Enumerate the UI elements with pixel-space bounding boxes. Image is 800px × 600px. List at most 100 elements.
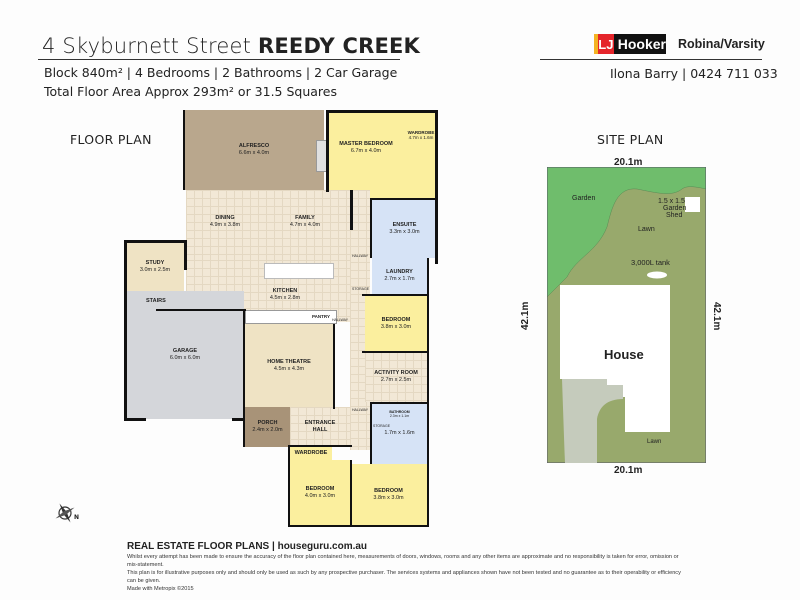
wall [288, 445, 290, 527]
wall [156, 309, 246, 311]
compass-north-label: N [74, 514, 80, 521]
hallway-label-3: HALLWAY [352, 408, 369, 412]
shed-label: Shed [666, 212, 683, 219]
room-name: GARAGE [172, 348, 198, 355]
room-dining-family [186, 190, 350, 260]
kitchen-bench [245, 310, 337, 324]
disclaimer-line-2: This plan is for illustrative purposes o… [127, 570, 681, 585]
stairs-label: STAIRS [146, 298, 166, 304]
wall [183, 110, 185, 190]
room-wardrobe-master: WARDROBE 4.7m x 1.6m [405, 110, 437, 200]
wall [124, 418, 146, 421]
room-dims-2: 1.7m x 1.6m [384, 429, 415, 436]
property-summary: Block 840m² | 4 Bedrooms | 2 Bathrooms |… [44, 65, 398, 80]
room-name: ENSUITE [392, 222, 417, 229]
room-home-theatre: HOME THEATRE 4.5m x 4.3m [245, 324, 333, 407]
address-suburb: REEDY CREEK [257, 34, 421, 58]
site-plan-drawing [546, 166, 707, 464]
compass-icon: N [52, 500, 80, 526]
room-name: STUDY [145, 260, 165, 267]
site-plan-heading: SITE PLAN [597, 132, 664, 147]
lj-hooker-logo: LJ Hooker [594, 34, 666, 54]
room-name: PORCH [257, 420, 278, 427]
hallway-label-1: HALLWAY [352, 254, 369, 258]
wall [362, 294, 429, 296]
room-name: ALFRESCO [238, 143, 270, 150]
room-dims: 4.7m x 4.0m [289, 222, 321, 228]
room-dims: 3.3m x 3.0m [389, 229, 420, 235]
tank-label: 3,000L tank [631, 258, 670, 267]
house-label: House [604, 347, 644, 362]
wall [370, 402, 372, 464]
agency-underline [540, 59, 762, 60]
floor-plan-heading: FLOOR PLAN [70, 132, 152, 147]
room-bedroom-2: BEDROOM 3.8m x 3.0m [365, 296, 427, 351]
room-dims: 3.8m x 3.0m [373, 494, 404, 501]
room-name: ENTRANCE [304, 420, 336, 427]
room-dims: 4.7m x 1.6m [408, 135, 434, 140]
site-right-depth: 42.1m [711, 302, 722, 331]
floor-area: Total Floor Area Approx 293m² or 31.5 Sq… [44, 84, 337, 99]
room-name: BEDROOM [374, 487, 403, 494]
wall [326, 110, 329, 192]
wall [326, 110, 438, 113]
wall [124, 240, 127, 420]
lj-mark: LJ [594, 34, 614, 54]
room-alfresco: ALFRESCO 6.6m x 4.0m [184, 110, 324, 190]
room-laundry: LAUNDRY 2.7m x 1.7m [372, 258, 427, 294]
agent-contact: Ilona Barry | 0424 711 033 [610, 66, 778, 81]
room-family: FAMILY 4.7m x 4.0m [265, 212, 345, 232]
room-name: ACTIVITY ROOM [374, 370, 418, 377]
title-underline [38, 59, 400, 60]
page-title: 4 Skyburnett Street REEDY CREEK [42, 34, 420, 58]
footer-heading: REAL ESTATE FLOOR PLANS | houseguru.com.… [127, 541, 368, 552]
wall [124, 240, 186, 243]
shed-garden-label: Garden [663, 205, 687, 212]
wall [427, 258, 429, 525]
room-name: BEDROOM [305, 485, 335, 492]
room-dims: 3.8m x 3.0m [380, 323, 412, 330]
wall [232, 418, 245, 421]
room-dims: 4.0m x 3.0m [304, 492, 336, 499]
wall [435, 110, 438, 264]
address-street: 4 Skyburnett Street [42, 34, 252, 58]
room-dims: 6.0m x 6.0m [169, 355, 201, 361]
room-dims: 6.7m x 4.0m [350, 147, 382, 154]
room-dims: 2.7m x 2.5m [380, 377, 412, 383]
site-plan: Garden 1.5 x 1.5 Garden Shed Lawn 3,000L… [546, 166, 707, 464]
site-bottom-width: 20.1m [614, 465, 643, 476]
room-name: DINING [215, 215, 235, 222]
room-ensuite: ENSUITE 3.3m x 3.0m [372, 200, 437, 258]
room-name: BEDROOM [381, 316, 411, 323]
shed-size-label: 1.5 x 1.5 [658, 198, 685, 205]
room-kitchen: KITCHEN 4.5m x 2.8m [255, 287, 315, 303]
room-name: FAMILY [295, 215, 315, 222]
lawn-bottom-label: Lawn [647, 439, 662, 445]
room-name: HOME THEATRE [267, 358, 311, 365]
wall [288, 525, 429, 527]
footer-disclaimer: Whilst every attempt has been made to en… [127, 553, 687, 594]
site-left-depth: 42.1m [520, 301, 531, 330]
room-dims: 2.3m x 1.1m [389, 413, 410, 418]
room-study: STUDY 3.0m x 2.5m [126, 243, 184, 291]
room-dining: DINING 4.9m x 3.8m [190, 212, 260, 232]
agency-office: Robina/Varsity [678, 37, 765, 51]
room-name: WARDROBE [294, 450, 328, 457]
room-dims: 2.7m x 1.7m [384, 276, 415, 282]
wall [350, 460, 352, 527]
wall [184, 240, 187, 270]
site-top-width: 20.1m [614, 157, 643, 168]
wall [350, 190, 353, 230]
disclaimer-line-1: Whilst every attempt has been made to en… [127, 554, 679, 569]
pantry-label: PANTRY [312, 314, 330, 319]
room-dims: 4.9m x 3.8m [209, 222, 241, 228]
wall [243, 309, 245, 447]
room-bathroom: BATHROOM 2.3m x 1.1m 1.7m x 1.6m [372, 404, 427, 464]
lawn-top-label: Lawn [638, 226, 655, 233]
room-name: BATHROOM [389, 409, 410, 414]
room-garage: GARAGE 6.0m x 6.0m [126, 291, 244, 419]
room-bedroom-3: BEDROOM 4.0m x 3.0m [290, 460, 350, 525]
room-dims: 6.6m x 4.0m [238, 150, 270, 156]
wall [362, 351, 429, 353]
